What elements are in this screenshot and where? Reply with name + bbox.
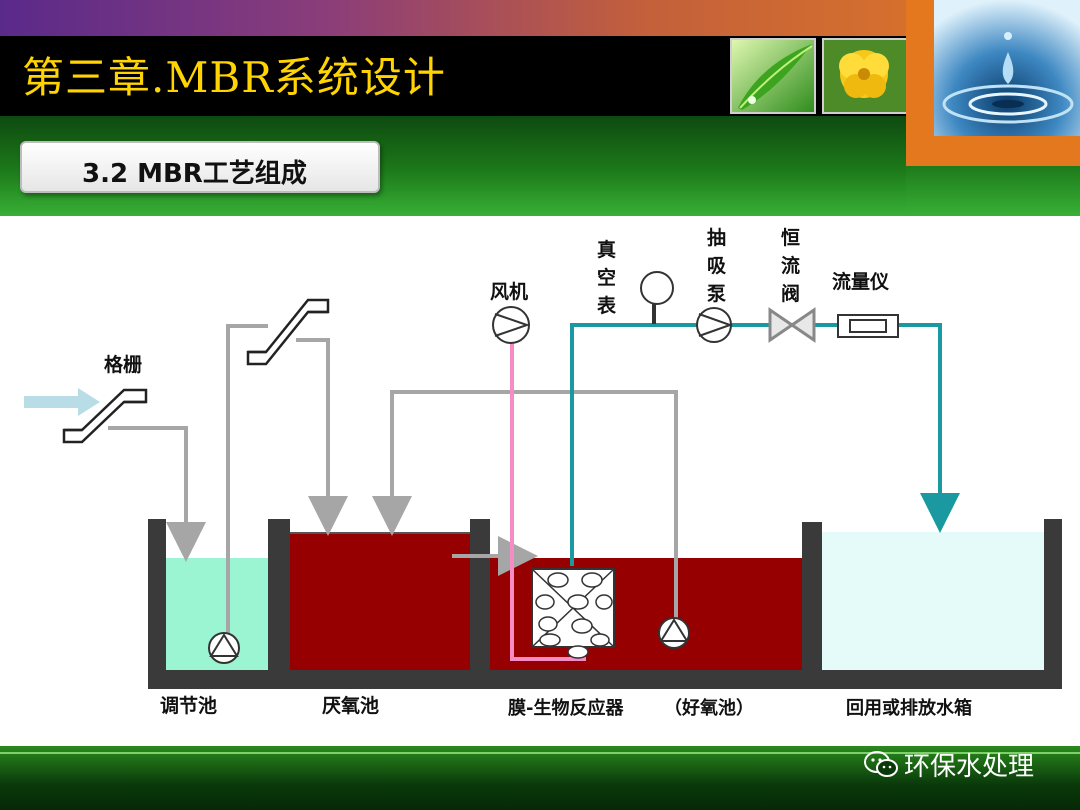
label-screen: 格栅 <box>104 353 142 376</box>
screen-icon <box>62 388 148 444</box>
watermark-text: 环保水处理 <box>904 752 1035 782</box>
reuse-water <box>822 532 1044 670</box>
diagram-area: 格栅 风机 真 空 表 抽 吸 泵 恒 流 阀 流量仪 调节池 厌氧池 膜-生物… <box>0 216 1080 746</box>
green-band-right <box>906 166 1080 216</box>
label-vacuum-2: 空 <box>597 266 616 289</box>
pump-icon-sludge-return <box>658 617 690 649</box>
label-flowmeter: 流量仪 <box>832 270 890 293</box>
pump-icon-equalization <box>208 632 240 664</box>
vacuum-gauge-icon <box>640 271 674 324</box>
leaf-image <box>730 38 816 114</box>
label-membrane-tank: 膜-生物反应器 <box>507 697 624 719</box>
permeate-pipe <box>570 302 960 566</box>
label-reuse-tank: 回用或排放水箱 <box>846 697 972 719</box>
membrane-module-icon <box>531 568 615 659</box>
water-drop-image <box>934 0 1080 136</box>
grey-pipes <box>108 324 678 633</box>
label-pump-2: 吸 <box>707 255 727 277</box>
flower-image <box>822 38 908 114</box>
anaerobic-sludge <box>290 532 470 670</box>
label-valve-2: 流 <box>781 254 800 277</box>
inflow-arrow-icon <box>24 388 100 416</box>
label-blower: 风机 <box>490 281 528 303</box>
label-vacuum-3: 表 <box>597 294 617 317</box>
label-pump-3: 泵 <box>707 283 726 305</box>
footer-divider <box>0 752 1080 754</box>
screen-icon-2 <box>246 298 330 366</box>
footer-band <box>0 746 1080 810</box>
air-pipe <box>510 339 586 661</box>
label-anaerobic-tank: 厌氧池 <box>322 694 379 717</box>
section-subtitle: 3.2 MBR工艺组成 <box>82 159 307 189</box>
constant-flow-valve-icon <box>768 307 816 343</box>
suction-pump-icon <box>696 307 733 343</box>
page-title: 第三章.MBR系统设计 <box>22 53 446 102</box>
section-subtitle-box: 3.2 MBR工艺组成 <box>20 141 380 193</box>
flowmeter-icon <box>837 314 899 338</box>
label-pump-1: 抽 <box>707 226 726 249</box>
top-gradient-bar <box>0 0 1080 36</box>
label-valve-1: 恒 <box>781 227 800 249</box>
wechat-icon <box>864 751 898 777</box>
label-vacuum-1: 真 <box>597 238 616 261</box>
tank-walls <box>148 519 1062 689</box>
label-valve-3: 阀 <box>781 282 800 305</box>
label-membrane-note: （好氧池） <box>664 697 754 719</box>
mbr-process-diagram: 格栅 风机 真 空 表 抽 吸 泵 恒 流 阀 流量仪 调节池 厌氧池 膜-生物… <box>24 226 1062 719</box>
blower-icon <box>492 306 531 344</box>
label-equalization-tank: 调节池 <box>160 694 217 717</box>
